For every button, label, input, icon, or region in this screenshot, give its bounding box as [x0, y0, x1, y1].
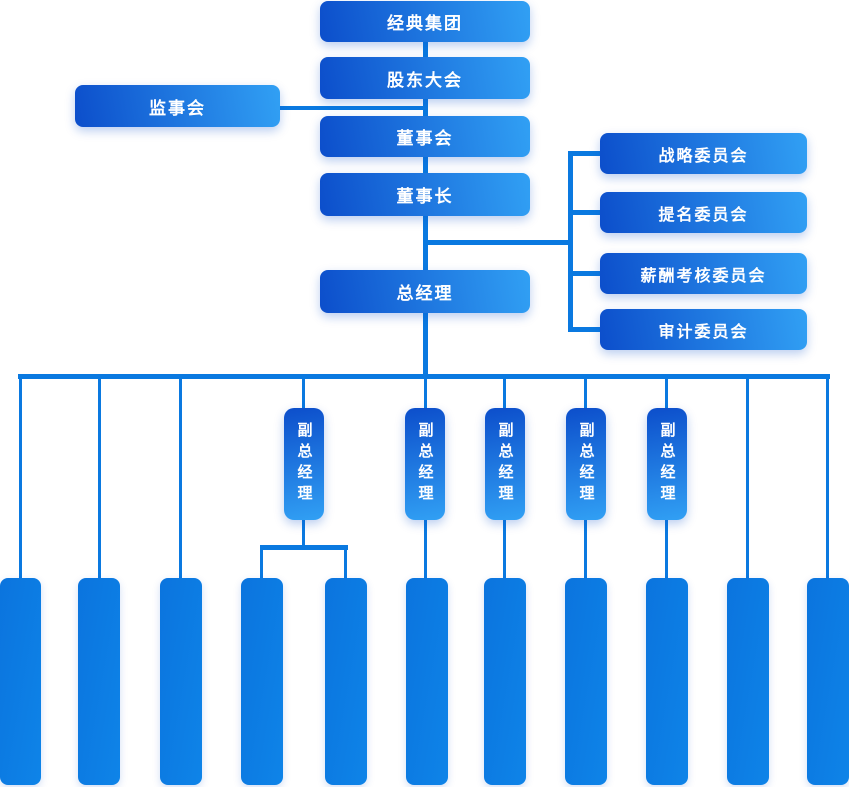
drop-line — [424, 379, 427, 408]
node-deputy-gm-4: 副总经理 — [566, 408, 606, 520]
deputy-drop-line — [584, 520, 587, 578]
node-deputy-gm-5: 副总经理 — [647, 408, 687, 520]
deputy-drop-line — [302, 520, 305, 547]
drop-line — [19, 379, 22, 578]
committee-trunk-line — [568, 151, 573, 332]
drop-line — [302, 379, 305, 408]
committee-stub-line — [570, 271, 602, 276]
committee-stub-line — [570, 327, 602, 332]
node-department-2 — [78, 578, 120, 785]
node-department-6 — [406, 578, 448, 785]
node-department-5 — [325, 578, 367, 785]
node-department-11 — [807, 578, 849, 785]
sub-drop-line — [260, 550, 263, 578]
node-general-manager: 总经理 — [320, 270, 530, 313]
node-committee-strategy: 战略委员会 — [600, 133, 807, 174]
deputy-drop-line — [424, 520, 427, 578]
node-committee-audit: 审计委员会 — [600, 309, 807, 350]
deputy-drop-line — [665, 520, 668, 578]
node-deputy-gm-3: 副总经理 — [485, 408, 525, 520]
deputy-drop-line — [503, 520, 506, 578]
node-department-3 — [160, 578, 202, 785]
node-department-7 — [484, 578, 526, 785]
drop-line — [179, 379, 182, 578]
supervisory-link-line — [278, 106, 426, 110]
drop-line — [503, 379, 506, 408]
node-department-4 — [241, 578, 283, 785]
drop-line — [98, 379, 101, 578]
node-department-1 — [0, 578, 41, 785]
node-shareholders-meeting: 股东大会 — [320, 57, 530, 99]
node-deputy-gm-1: 副总经理 — [284, 408, 324, 520]
node-department-8 — [565, 578, 607, 785]
drop-line — [746, 379, 749, 578]
node-department-9 — [646, 578, 688, 785]
deputy-sub-bar-line — [260, 545, 348, 550]
committee-stub-line — [570, 210, 602, 215]
drop-line — [826, 379, 829, 578]
node-supervisory-board: 监事会 — [75, 85, 280, 127]
drop-line — [584, 379, 587, 408]
node-board-of-directors: 董事会 — [320, 116, 530, 157]
node-deputy-gm-2: 副总经理 — [405, 408, 445, 520]
committee-branch-line — [423, 240, 573, 245]
node-committee-nomination: 提名委员会 — [600, 192, 807, 233]
node-chairman: 董事长 — [320, 173, 530, 216]
distribution-bar-line — [18, 374, 830, 379]
drop-line — [665, 379, 668, 408]
committee-stub-line — [570, 151, 602, 156]
node-committee-compensation: 薪酬考核委员会 — [600, 253, 807, 294]
sub-drop-line — [344, 550, 347, 578]
node-department-10 — [727, 578, 769, 785]
node-group-root: 经典集团 — [320, 1, 530, 42]
